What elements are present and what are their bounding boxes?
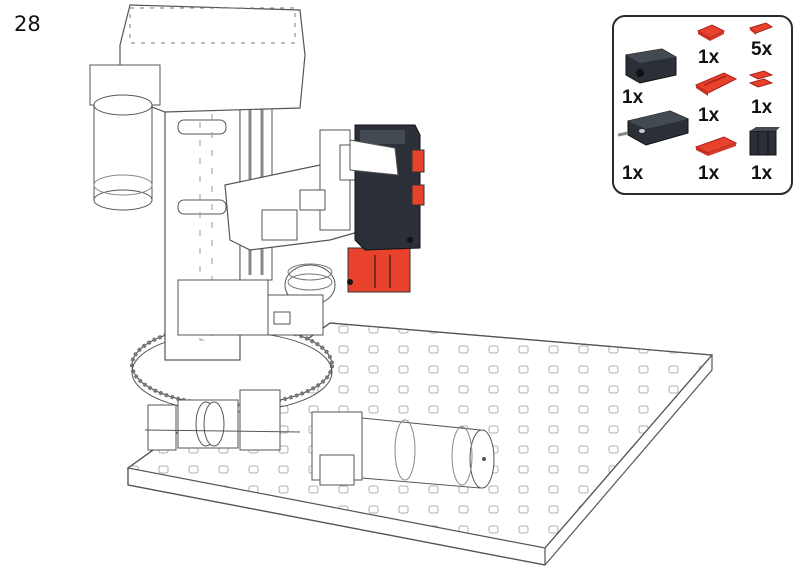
red-plate-icon (696, 24, 726, 41)
part-quantity: 1x (698, 163, 720, 184)
black-block-icon (625, 48, 677, 84)
worm-drive (144, 389, 301, 451)
part-quantity: 1x (698, 105, 720, 126)
part-quantity: 1x (622, 87, 644, 108)
part-quantity: 1x (751, 97, 773, 118)
red-connector-icon (748, 22, 774, 35)
base-motor (311, 411, 495, 489)
new-motor-assembly (347, 124, 425, 293)
red-bracket-icon (748, 70, 774, 88)
black-motor-icon (618, 110, 689, 146)
part-quantity: 1x (622, 163, 644, 184)
red-slotted-plate-icon (694, 72, 738, 96)
red-long-plate-icon (694, 136, 738, 156)
black-gear-block-icon (749, 127, 780, 156)
parts-list-box: 1x 1x 5x 1x 1x 1x 1x (612, 15, 793, 195)
counterweight-cylinder (93, 94, 153, 211)
step-number: 28 (14, 12, 41, 36)
part-quantity: 5x (751, 39, 773, 60)
part-quantity: 1x (698, 47, 720, 68)
part-quantity: 1x (751, 163, 773, 184)
